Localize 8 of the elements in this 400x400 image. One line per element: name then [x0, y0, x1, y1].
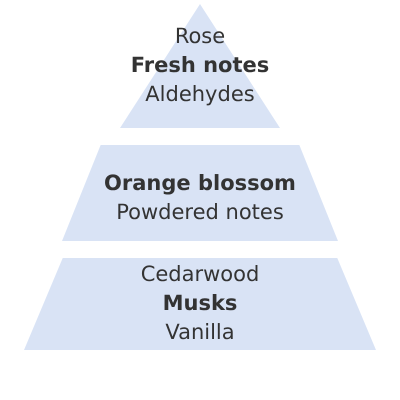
note-group-heading: Orange blossom	[104, 170, 296, 197]
note-label: Vanilla	[165, 319, 235, 346]
note-label: Powdered notes	[116, 199, 284, 226]
note-group-heading: Fresh notes	[130, 52, 270, 79]
note-label: Aldehydes	[145, 81, 255, 108]
note-group-heading: Musks	[162, 290, 238, 317]
note-label: Rose	[174, 23, 226, 50]
note-label: Cedarwood	[140, 261, 260, 288]
